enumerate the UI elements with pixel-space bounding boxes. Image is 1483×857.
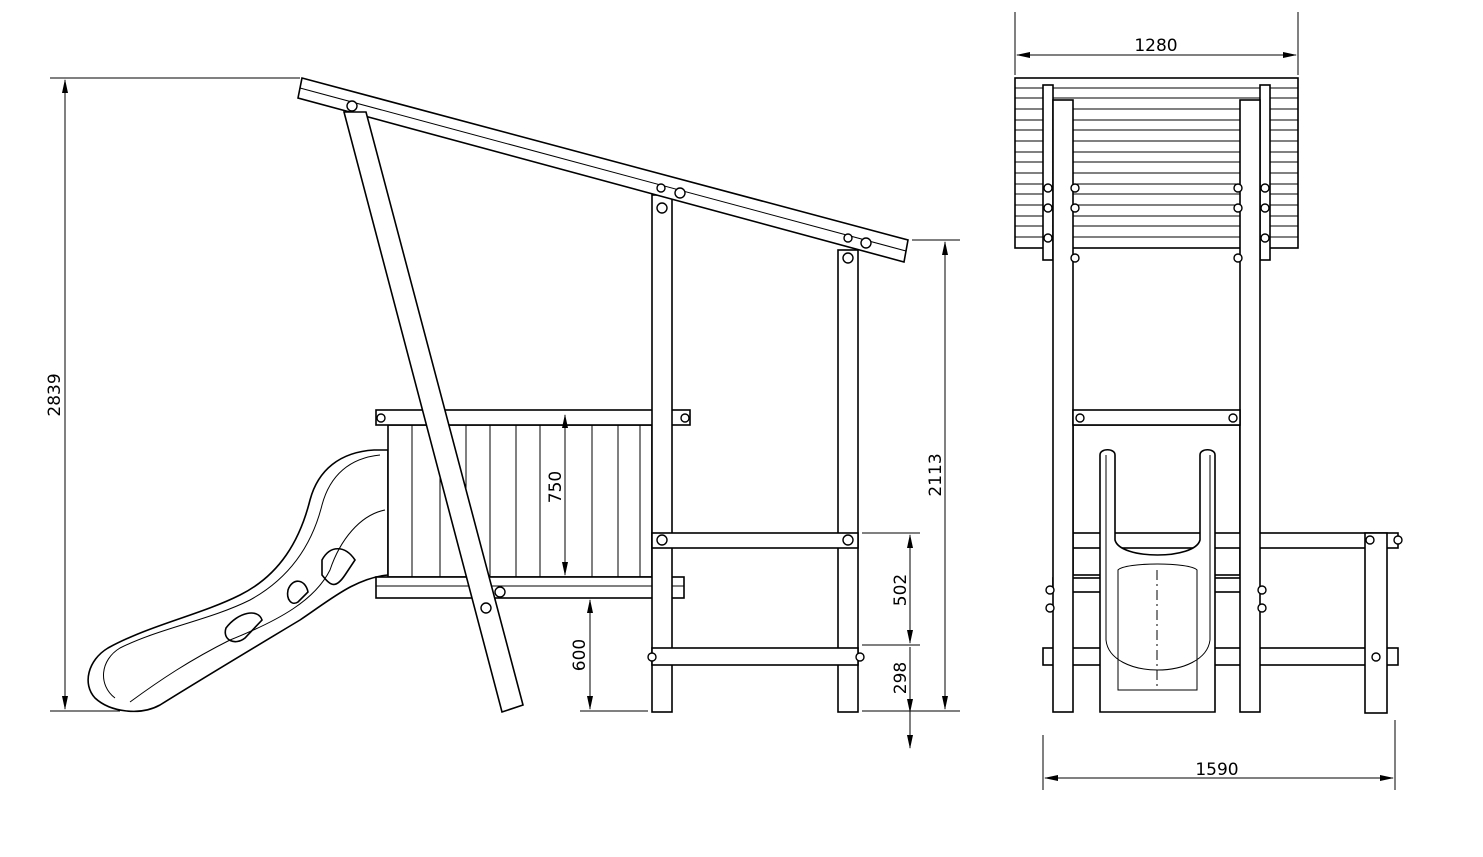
- slide-side: [87, 449, 389, 713]
- diagonal-beam: [342, 111, 524, 714]
- dimension-total-width: 1590: [1042, 720, 1396, 790]
- front-view: 1280: [1014, 12, 1403, 790]
- dimension-total-height: 2839: [45, 77, 300, 712]
- slide-front: [1099, 448, 1216, 713]
- post-left: [651, 194, 673, 713]
- dimension-label-2113: 2113: [926, 453, 946, 496]
- side-bottom-bar: [1042, 647, 1399, 666]
- roof-side: [297, 77, 909, 263]
- dimension-label-750: 750: [546, 471, 566, 503]
- deck-rail: [1072, 409, 1241, 426]
- side-crossbar: [1072, 532, 1399, 549]
- side-post: [1364, 532, 1388, 714]
- dimension-roof-width: 1280: [1014, 12, 1299, 75]
- dimension-wall-height: 750: [546, 414, 568, 576]
- dimension-label-1590: 1590: [1195, 760, 1238, 780]
- dimension-label-600: 600: [570, 639, 590, 671]
- wall-panel: [375, 409, 691, 599]
- dimension-label-1280: 1280: [1134, 36, 1177, 56]
- dimension-post-height: 2113: [912, 239, 960, 710]
- post-front-left: [1052, 99, 1074, 713]
- dimension-label-502: 502: [891, 574, 911, 606]
- crossbar-upper: [651, 532, 859, 549]
- dimension-deck-height: 600: [570, 599, 648, 712]
- dimension-label-2839: 2839: [45, 373, 65, 416]
- side-view: 2839: [45, 77, 960, 749]
- post-front-right: [1239, 99, 1261, 713]
- dimension-bars: 502 298: [862, 532, 960, 749]
- post-right: [837, 249, 859, 713]
- crossbar-lower: [651, 647, 859, 666]
- bolts-front: [1043, 183, 1403, 662]
- dimension-label-298: 298: [891, 662, 911, 694]
- bolts-side: [346, 100, 872, 662]
